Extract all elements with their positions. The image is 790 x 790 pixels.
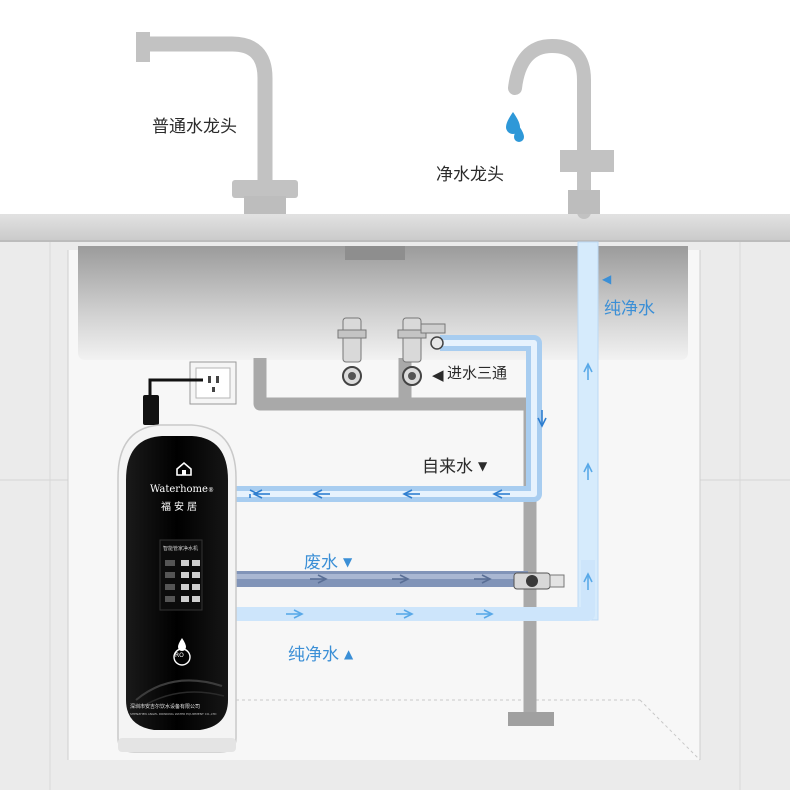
panel-indicator	[181, 584, 189, 590]
purified-faucet-handle-right	[590, 150, 614, 172]
outlet-slot	[216, 376, 219, 383]
waste-water-pipe-highlight	[236, 574, 528, 579]
down-triangle-icon: ▼	[478, 459, 488, 473]
brand-logo-door	[182, 470, 186, 475]
power-adapter	[143, 395, 159, 425]
water-drop-icon	[506, 112, 520, 134]
panel-label	[165, 572, 175, 578]
inlet-tee-marker: ◀	[432, 366, 444, 384]
angle-valve-left	[337, 317, 367, 386]
ro-logo-icon	[173, 648, 191, 666]
ordinary-faucet-spout	[136, 32, 150, 62]
inlet-tee-valve[interactable]	[397, 317, 446, 386]
tap-water-label: 自来水 ▼	[422, 452, 487, 477]
pure-water-flow-arrows	[286, 362, 593, 619]
panel-indicator	[181, 560, 189, 566]
panel-indicator	[192, 596, 200, 602]
outlet-slot	[212, 387, 215, 392]
tap-water-pipe-highlight	[236, 340, 537, 497]
panel-label	[165, 560, 175, 566]
power-cable	[148, 378, 203, 395]
control-panel	[165, 560, 200, 602]
panel-indicator	[192, 572, 200, 578]
panel-indicator	[181, 596, 189, 602]
drain-pipe	[253, 358, 537, 712]
panel-indicator	[192, 560, 200, 566]
brand-chinese-name: 福安居	[161, 502, 200, 513]
registered-mark: ®	[207, 487, 214, 494]
outlet-slot	[208, 376, 211, 383]
drain-saddle-nut	[526, 575, 538, 587]
waste-water-flow-arrows	[310, 574, 492, 584]
water-drop-icon	[514, 126, 524, 142]
countertop	[0, 214, 790, 242]
purified-faucet-handle-left	[560, 150, 580, 172]
panel-indicator	[192, 584, 200, 590]
panel-title: 智能管家净水机	[163, 546, 199, 552]
panel-label	[165, 584, 175, 590]
panel-indicator	[181, 572, 189, 578]
brand-name: Waterhome®	[150, 484, 214, 495]
ro-logo-text: RO	[175, 652, 184, 659]
tap-water-label-text: 自来水	[422, 457, 473, 477]
pure-water-bottom-label: 纯净水 ▲	[288, 640, 353, 665]
left-triangle-icon: ◀	[602, 272, 612, 286]
down-triangle-icon: ▼	[343, 555, 353, 569]
purified-faucet	[508, 38, 591, 219]
panel-label	[165, 596, 175, 602]
drain-floor-flange	[508, 712, 554, 726]
ordinary-faucet	[148, 36, 273, 212]
brand-logo-icon	[176, 461, 192, 476]
drain-saddle-fitting	[549, 574, 565, 588]
sink-basin	[78, 246, 688, 360]
cabinet-back-corner	[639, 699, 701, 761]
company-name: 深圳市安吉尔饮水设备有限公司	[130, 704, 201, 710]
ro-drop-icon	[178, 638, 186, 651]
company-name-english: SHENZHEN ANGEL DRINKING WATER EQUIPMENT …	[130, 712, 217, 716]
waste-water-label-text: 废水	[304, 553, 338, 573]
ordinary-faucet-handle	[232, 180, 298, 198]
ordinary-faucet-base	[244, 196, 286, 214]
purified-faucet-label: 净水龙头	[436, 165, 504, 185]
brand-name-text: Waterhome	[150, 484, 208, 495]
waste-water-label: 废水 ▼	[304, 548, 352, 573]
sink-drain-neck	[345, 246, 405, 260]
pure-water-top-label: 纯净水	[604, 299, 655, 319]
pure-water-bottom-label-text: 纯净水	[288, 645, 339, 665]
purified-faucet-base	[568, 190, 600, 214]
inlet-tee-label: 进水三通	[447, 364, 508, 382]
up-triangle-icon: ▲	[344, 647, 354, 661]
power-outlet-face	[195, 367, 231, 399]
ordinary-faucet-label: 普通水龙头	[152, 117, 237, 137]
